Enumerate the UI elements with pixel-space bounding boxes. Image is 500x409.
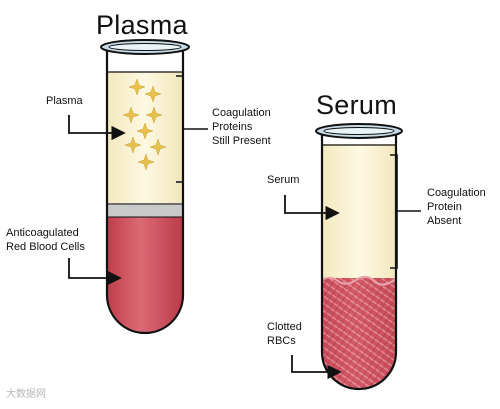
anticoagulated-cells-label: Anticoagulated Red Blood Cells bbox=[6, 226, 85, 254]
clotted-label-line-2: RBCs bbox=[267, 335, 296, 347]
clotted-label-line-1: Clotted bbox=[267, 321, 302, 333]
plasma-coagulation-line-1: Coagulation bbox=[212, 107, 271, 119]
serum-label: Serum bbox=[267, 174, 300, 186]
plasma-label: Plasma bbox=[46, 95, 83, 107]
serum-coagulation-line-1: Coagulation bbox=[427, 187, 486, 199]
plasma-tube bbox=[68, 39, 208, 335]
plasma-coagulation-label: Coagulation Proteins Still Present bbox=[212, 106, 271, 148]
clotted-rbc-label: Clotted RBCs bbox=[267, 320, 302, 348]
plasma-title: Plasma bbox=[96, 10, 188, 40]
plasma-coagulation-line-2: Proteins bbox=[212, 121, 253, 133]
serum-coagulation-line-2: Protein bbox=[427, 201, 462, 213]
serum-coagulation-line-3: Absent bbox=[427, 215, 462, 227]
serum-coagulation-label: Coagulation Protein Absent bbox=[427, 186, 486, 228]
plasma-coagulation-line-3: Still Present bbox=[212, 135, 271, 147]
watermark: 大数据网 bbox=[6, 389, 46, 400]
red-blood-cell-layer bbox=[107, 217, 183, 333]
coagulation-protein-sparkles bbox=[122, 78, 167, 171]
serum-tube bbox=[284, 123, 421, 391]
clot-arrow bbox=[291, 355, 342, 380]
serum-title: Serum bbox=[316, 90, 398, 120]
cells-label-line-1: Anticoagulated bbox=[6, 227, 79, 239]
serum-tube-outline bbox=[320, 132, 398, 391]
cells-arrow bbox=[68, 258, 122, 286]
plasma-arrow bbox=[68, 115, 126, 141]
gel-separator bbox=[107, 203, 183, 218]
serum-arrow bbox=[284, 195, 340, 221]
plasma-tube-outline bbox=[105, 48, 185, 335]
cells-label-line-2: Red Blood Cells bbox=[6, 241, 85, 253]
serum-layer bbox=[322, 144, 396, 279]
